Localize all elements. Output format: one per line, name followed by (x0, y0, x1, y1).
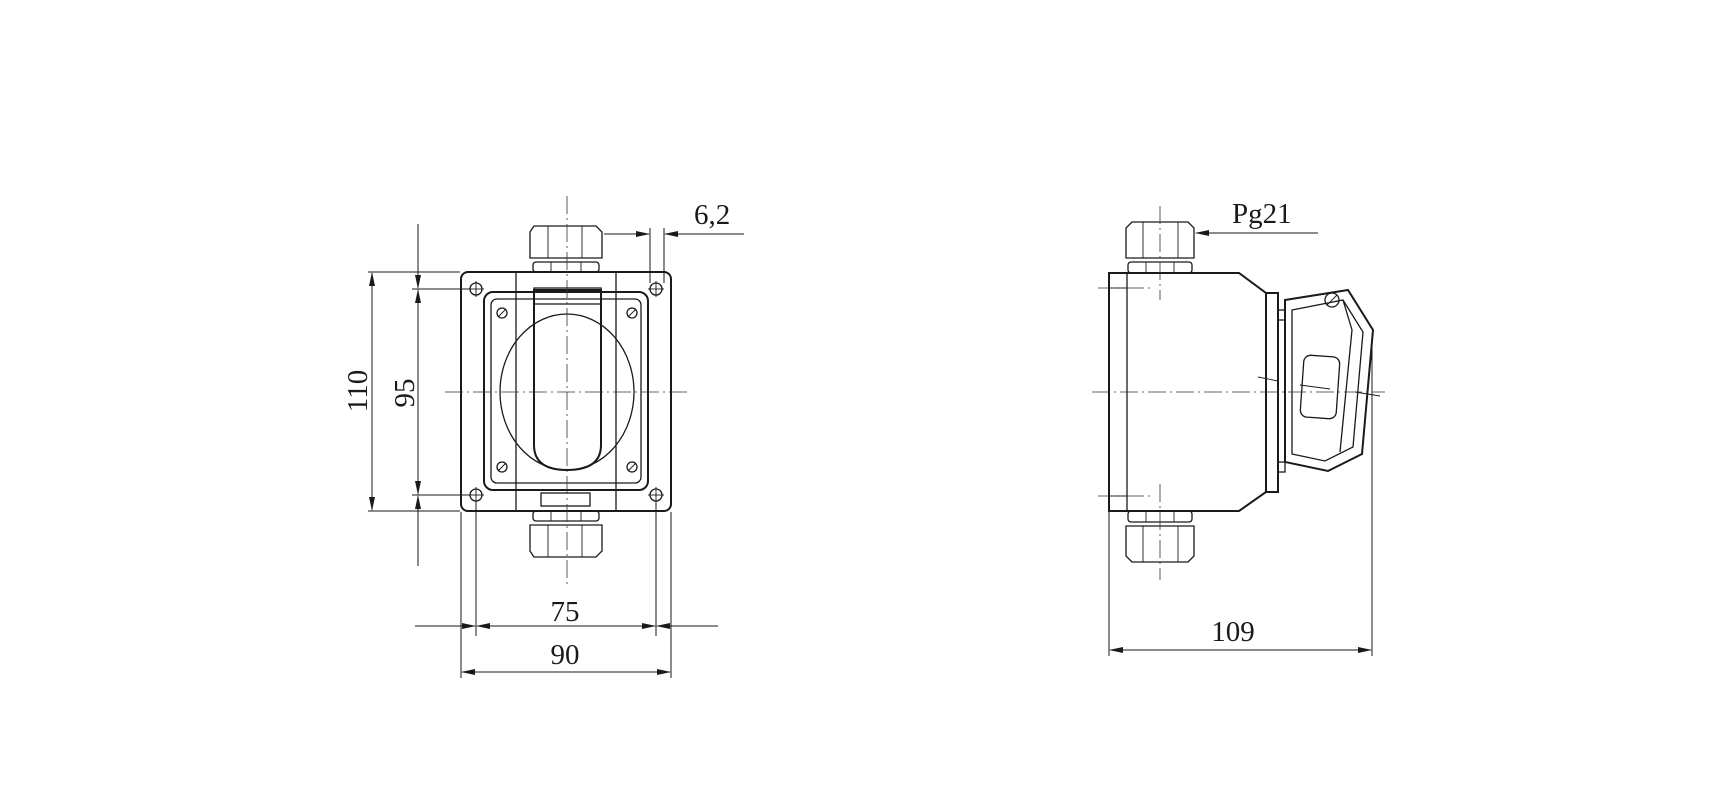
bottom-tab (540, 492, 591, 507)
socket-frame (483, 291, 649, 491)
top-cable-gland (529, 225, 603, 273)
dim-height-holes: 95 (389, 379, 421, 408)
side-view: 109 Pg21 (1092, 198, 1385, 656)
front-extension-lines (368, 228, 672, 678)
tilted-socket (1257, 288, 1381, 473)
dim-hole: 6,2 (694, 199, 730, 231)
plate-holes (468, 281, 664, 503)
dim-height-outer: 110 (342, 370, 374, 412)
front-view: 110 95 75 90 6,2 (342, 196, 744, 678)
dim-width-holes: 75 (551, 596, 580, 628)
dim-width-outer: 90 (551, 639, 580, 671)
socket-window (1299, 354, 1341, 420)
socket-screw (1324, 292, 1340, 308)
side-flange (1265, 292, 1279, 493)
hinged-lid (533, 289, 602, 472)
lid-hinge (533, 287, 602, 305)
socket-inner-frame (490, 298, 642, 484)
frame-screws (496, 307, 638, 473)
bottom-cable-gland (529, 510, 603, 558)
gland-label: Pg21 (1232, 198, 1292, 230)
dim-depth: 109 (1211, 616, 1255, 648)
front-mounting-plate (460, 271, 672, 512)
